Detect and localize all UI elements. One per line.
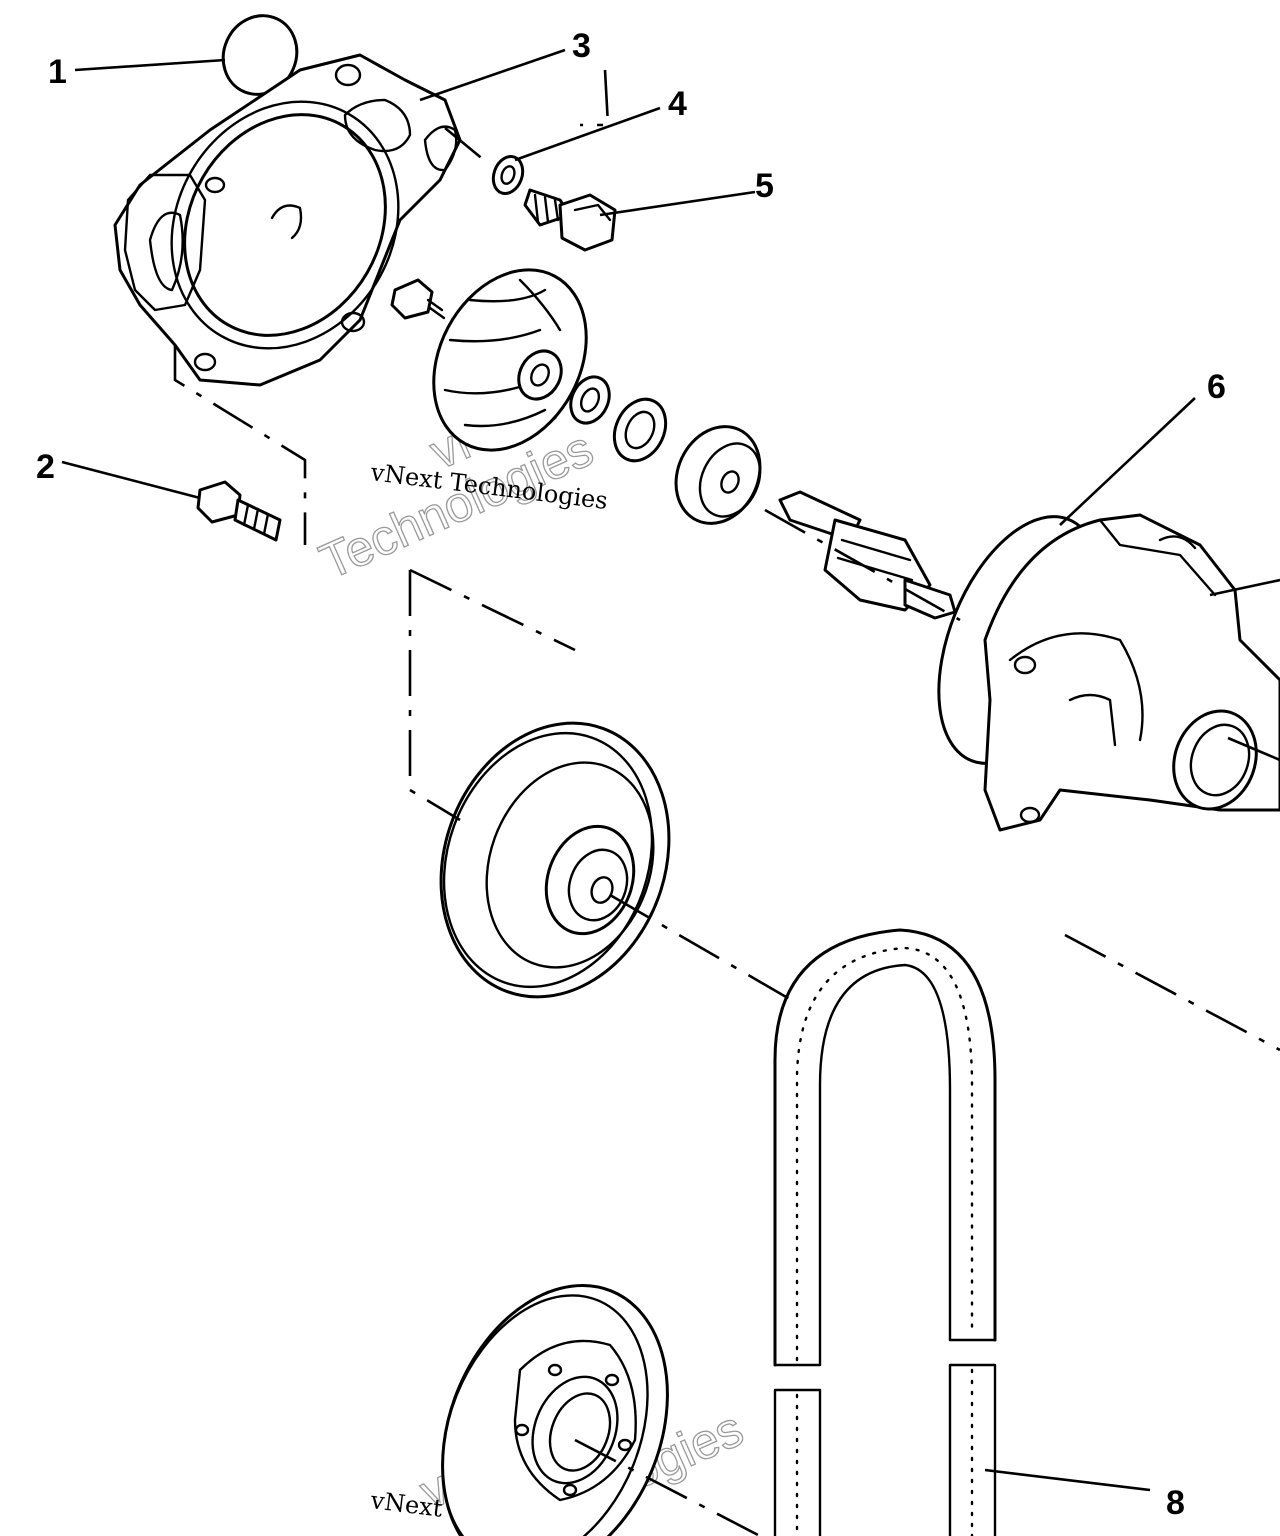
part-stud-bolt — [196, 480, 282, 542]
part-v-belt — [773, 928, 997, 1536]
part-washer — [491, 155, 525, 195]
part-o-ring — [221, 14, 299, 96]
part-seal-ring — [612, 397, 668, 463]
callout-6: 6 — [1207, 368, 1226, 406]
part-pump-body — [983, 513, 1280, 832]
part-impeller-bolt — [390, 278, 446, 320]
part-seal-small — [569, 375, 611, 425]
part-impeller — [432, 268, 588, 452]
callouts: 1 2 3 4 5 6 8 — [36, 27, 1226, 1522]
part-upper-pulley — [439, 721, 671, 999]
part-pump-cover — [113, 53, 462, 387]
callout-4: 4 — [668, 85, 687, 123]
callout-5: 5 — [755, 167, 774, 205]
assembly-center-lines — [173, 69, 1280, 1536]
part-bolt — [523, 188, 617, 252]
callout-2: 2 — [36, 448, 55, 486]
part-mechanical-seal — [674, 425, 762, 525]
part-lower-pulley — [441, 1283, 669, 1536]
leader-lines — [61, 48, 1280, 1492]
callout-3: 3 — [572, 27, 591, 65]
callout-1: 1 — [48, 53, 67, 91]
part-shaft — [778, 490, 957, 620]
callout-8: 8 — [1166, 1484, 1185, 1522]
